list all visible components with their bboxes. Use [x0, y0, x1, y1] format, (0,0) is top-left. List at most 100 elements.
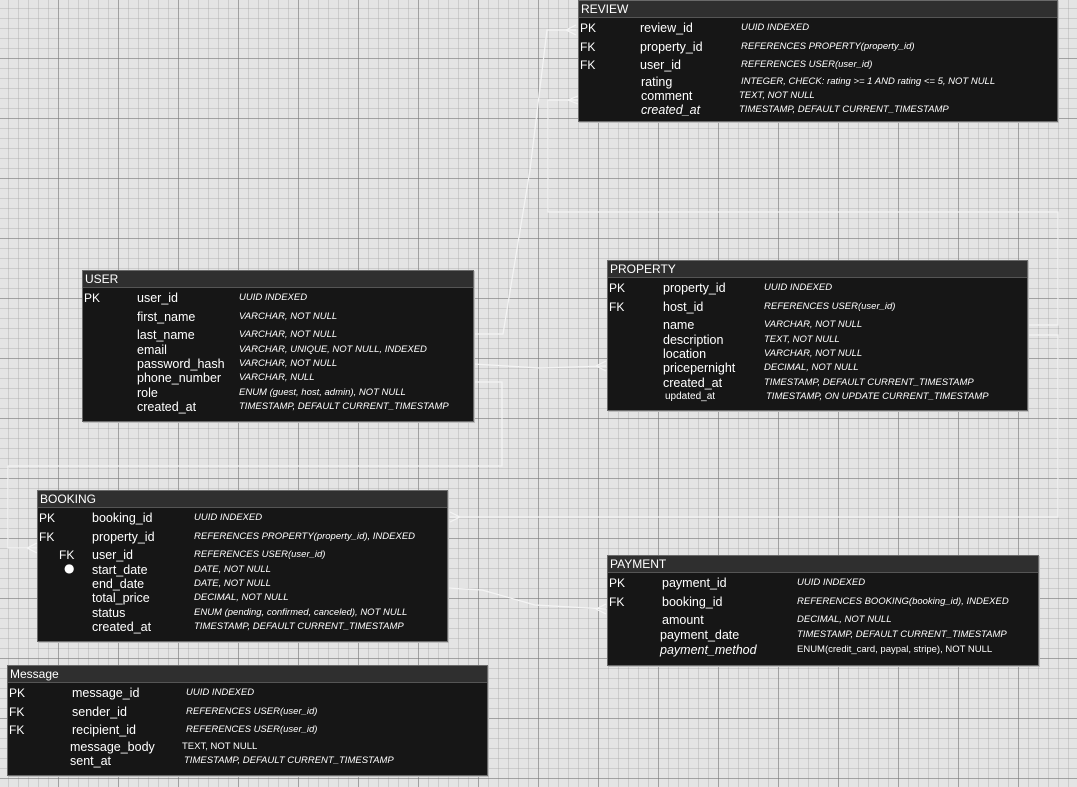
field-type: VARCHAR, NOT NULL — [764, 319, 863, 330]
field-name: email — [137, 343, 167, 357]
field-name: updated_at — [665, 391, 716, 402]
field-name: name — [663, 318, 695, 332]
key-label: PK — [580, 21, 597, 35]
field-name: status — [92, 606, 126, 620]
attribute-row: message_body TEXT, NOT NULL — [8, 739, 487, 755]
attribute-row: created_at TIMESTAMP, DEFAULT CURRENT_TI… — [608, 375, 1027, 391]
key-label: FK — [59, 548, 75, 562]
field-type: ENUM(credit_card, paypal, stripe), NOT N… — [797, 644, 993, 655]
entity-title: Message — [8, 666, 487, 683]
key-label: FK — [580, 58, 596, 72]
entity-title: REVIEW — [579, 1, 1057, 18]
key-label: PK — [9, 686, 26, 700]
attribute-row: amount DECIMAL, NOT NULL — [608, 612, 1038, 628]
entity-user[interactable]: USER PK user_id UUID INDEXED first_name … — [82, 270, 474, 422]
attribute-row: PK review_id UUID INDEXED — [579, 20, 1057, 36]
attribute-row: PK user_id UUID INDEXED — [83, 290, 473, 306]
attribute-row: FK property_id REFERENCES PROPERTY(prope… — [579, 39, 1057, 55]
attribute-row: FK sender_id REFERENCES USER(user_id) — [8, 704, 487, 720]
attribute-row: created_at TIMESTAMP, DEFAULT CURRENT_TI… — [83, 399, 473, 415]
attribute-row: FK user_id REFERENCES USER(user_id) — [579, 57, 1057, 73]
field-name: comment — [641, 89, 693, 103]
field-type: TEXT, NOT NULL — [739, 90, 815, 101]
key-label: PK — [609, 281, 626, 295]
field-type: VARCHAR, NOT NULL — [239, 358, 338, 369]
field-type: VARCHAR, NOT NULL — [239, 329, 338, 340]
field-name: created_at — [641, 103, 701, 117]
attribute-row: end_date DATE, NOT NULL — [38, 576, 447, 592]
field-name: first_name — [137, 310, 196, 324]
field-name: message_body — [70, 740, 155, 754]
key-label: PK — [39, 511, 56, 525]
field-name: payment_method — [660, 643, 757, 657]
entity-payment[interactable]: PAYMENT PK payment_id UUID INDEXED FK bo… — [607, 555, 1039, 666]
attribute-row: sent_at TIMESTAMP, DEFAULT CURRENT_TIMES… — [8, 753, 487, 769]
attribute-row: password_hash VARCHAR, NOT NULL — [83, 356, 473, 372]
field-type: REFERENCES USER(user_id) — [741, 59, 873, 70]
field-name: created_at — [92, 620, 152, 634]
field-type: ENUM (pending, confirmed, canceled), NOT… — [194, 607, 408, 618]
attribute-row: name VARCHAR, NOT NULL — [608, 317, 1027, 333]
attribute-row: last_name VARCHAR, NOT NULL — [83, 327, 473, 343]
field-type: DECIMAL, NOT NULL — [764, 362, 859, 373]
crowfoot-booking-property — [449, 511, 461, 523]
connector-booking-payment — [446, 587, 607, 610]
field-type: REFERENCES USER(user_id) — [194, 549, 326, 560]
field-type: VARCHAR, NULL — [239, 372, 315, 383]
attribute-row: PK booking_id UUID INDEXED — [38, 510, 447, 526]
field-name: created_at — [137, 400, 197, 414]
connector-property-booking — [450, 334, 1059, 518]
attribute-row: first_name VARCHAR, NOT NULL — [83, 309, 473, 325]
field-type: REFERENCES USER(user_id) — [186, 706, 318, 717]
connector-review-property — [547, 99, 1059, 326]
field-type: TIMESTAMP, DEFAULT CURRENT_TIMESTAMP — [194, 621, 404, 632]
key-label: FK — [9, 705, 25, 719]
field-name: review_id — [640, 21, 693, 35]
field-type: TIMESTAMP, ON UPDATE CURRENT_TIMESTAMP — [766, 391, 989, 402]
field-name: location — [663, 347, 707, 361]
field-name: booking_id — [662, 595, 723, 609]
field-name: user_id — [92, 548, 133, 562]
connector-user-property — [472, 363, 607, 369]
field-type: UUID INDEXED — [797, 577, 866, 588]
entity-review[interactable]: REVIEW PK review_id UUID INDEXED FK prop… — [578, 0, 1058, 122]
field-name: password_hash — [137, 357, 225, 371]
field-type: REFERENCES USER(user_id) — [186, 724, 318, 735]
field-type: DECIMAL, NOT NULL — [194, 592, 289, 603]
key-label: FK — [580, 40, 596, 54]
attribute-row: status ENUM (pending, confirmed, cancele… — [38, 605, 447, 621]
crowfoot-review — [565, 24, 579, 105]
field-type: DATE, NOT NULL — [194, 564, 271, 575]
attribute-row: FK host_id REFERENCES USER(user_id) — [608, 299, 1027, 315]
field-name: role — [137, 386, 158, 400]
field-name: amount — [662, 613, 704, 627]
field-name: pricepernight — [663, 361, 736, 375]
field-type: VARCHAR, NOT NULL — [764, 348, 863, 359]
field-name: host_id — [663, 300, 704, 314]
field-name: end_date — [92, 577, 145, 591]
attribute-row: description TEXT, NOT NULL — [608, 332, 1027, 348]
entity-title: PAYMENT — [608, 556, 1038, 573]
crowfoot-payment — [595, 603, 607, 615]
field-type: INTEGER, CHECK: rating >= 1 AND rating <… — [741, 76, 996, 87]
field-type: REFERENCES PROPERTY(property_id), INDEXE… — [194, 531, 416, 542]
attribute-row: PK property_id UUID INDEXED — [608, 280, 1027, 296]
field-type: TEXT, NOT NULL — [182, 741, 258, 752]
entity-booking[interactable]: BOOKING PK booking_id UUID INDEXED FK pr… — [37, 490, 448, 642]
field-type: TEXT, NOT NULL — [764, 334, 840, 345]
field-type: TIMESTAMP, DEFAULT CURRENT_TIMESTAMP — [184, 755, 394, 766]
field-type: UUID INDEXED — [194, 512, 263, 523]
field-name: created_at — [663, 376, 723, 390]
entity-property[interactable]: PROPERTY PK property_id UUID INDEXED FK … — [607, 260, 1028, 411]
attribute-row: start_date DATE, NOT NULL — [38, 562, 447, 578]
key-label: FK — [609, 300, 625, 314]
field-type: REFERENCES BOOKING(booking_id), INDEXED — [797, 596, 1009, 607]
field-type: REFERENCES USER(user_id) — [764, 301, 896, 312]
bullet-icon: ● — [64, 561, 75, 575]
entity-message[interactable]: Message PK message_id UUID INDEXED FK se… — [7, 665, 488, 776]
attribute-row: payment_method ENUM(credit_card, paypal,… — [608, 642, 1038, 658]
field-type: REFERENCES PROPERTY(property_id) — [741, 41, 915, 52]
field-type: UUID INDEXED — [239, 292, 308, 303]
field-name: total_price — [92, 591, 150, 605]
